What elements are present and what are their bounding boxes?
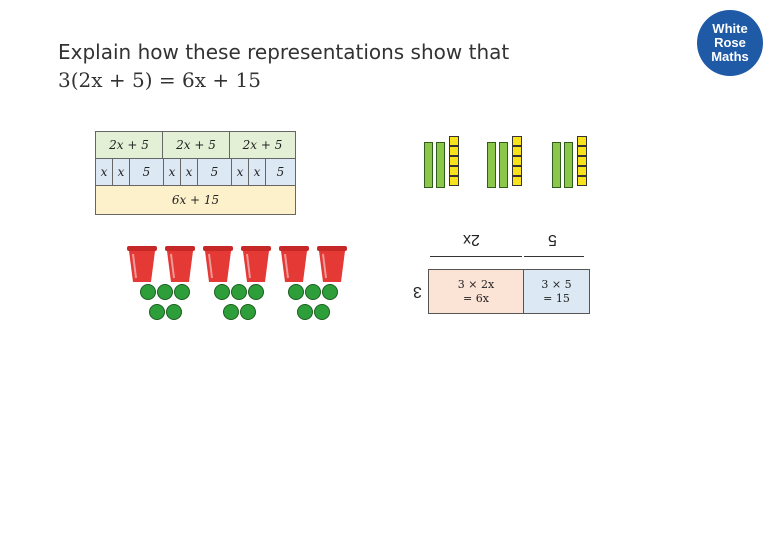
title-equation: 3(2x + 5) = 6x + 15: [58, 68, 261, 92]
bar-cell: x: [96, 159, 113, 185]
area-cell-6x: 3 × 2x = 6x: [429, 270, 524, 313]
unit-tile: [577, 156, 587, 166]
dimension-label-3: 3: [413, 283, 422, 300]
bar-model-top-row: 2x + 5 2x + 5 2x + 5: [96, 132, 295, 159]
area-cell-15: 3 × 5 = 15: [524, 270, 589, 313]
counter: [288, 284, 304, 300]
area-model: 3 × 2x = 6x 3 × 5 = 15: [428, 269, 590, 314]
counter: [149, 304, 165, 320]
counter: [248, 284, 264, 300]
bar-model: 2x + 5 2x + 5 2x + 5 x x 5 x x 5 x x 5 6…: [95, 131, 296, 215]
dimension-label-2x: 2x: [463, 231, 480, 248]
counter: [214, 284, 230, 300]
counter: [305, 284, 321, 300]
bar-cell: 2x + 5: [96, 132, 163, 158]
x-rod-tile: [487, 142, 496, 188]
bar-cell: 2x + 5: [242, 138, 283, 152]
cup-icon: [165, 246, 195, 282]
counter: [297, 304, 313, 320]
unit-tile: [512, 156, 522, 166]
unit-tile: [512, 146, 522, 156]
bar-cell: 5: [198, 159, 232, 185]
counter: [322, 284, 338, 300]
x-rod-tile: [552, 142, 561, 188]
counter: [166, 304, 182, 320]
unit-tile: [449, 176, 459, 186]
unit-tile: [577, 146, 587, 156]
x-rod-tile: [424, 142, 433, 188]
counter: [157, 284, 173, 300]
bar-cell: 6x + 15: [171, 193, 220, 207]
x-rod-tile: [564, 142, 573, 188]
x-rod-tile: [499, 142, 508, 188]
counter: [314, 304, 330, 320]
cup-icon: [241, 246, 271, 282]
unit-tile: [577, 176, 587, 186]
unit-tile: [512, 176, 522, 186]
counter: [140, 284, 156, 300]
cup-icon: [317, 246, 347, 282]
bar-cell: 5: [130, 159, 164, 185]
dimension-arrow-2x: [430, 256, 522, 257]
counter: [174, 284, 190, 300]
cup-icon: [203, 246, 233, 282]
dimension-label-5: 5: [548, 231, 557, 248]
unit-tile: [577, 136, 587, 146]
x-rod-tile: [436, 142, 445, 188]
title-line-1: Explain how these representations show t…: [58, 40, 510, 64]
bar-cell: x: [232, 159, 249, 185]
bar-model-bottom-row: 6x + 15: [96, 186, 295, 214]
counter: [231, 284, 247, 300]
bar-cell: x: [113, 159, 130, 185]
bar-cell: x: [164, 159, 181, 185]
bar-cell: 5: [276, 165, 285, 179]
dimension-arrow-5: [524, 256, 584, 257]
counter: [240, 304, 256, 320]
unit-tile: [449, 156, 459, 166]
unit-tile: [449, 166, 459, 176]
cup-icon: [127, 246, 157, 282]
white-rose-maths-logo: White Rose Maths: [697, 10, 763, 76]
unit-tile: [577, 166, 587, 176]
unit-tile: [512, 166, 522, 176]
bar-model-middle-row: x x 5 x x 5 x x 5: [96, 159, 295, 186]
unit-tile: [449, 136, 459, 146]
page-title: Explain how these representations show t…: [58, 38, 509, 94]
counter: [223, 304, 239, 320]
bar-cell: x: [181, 159, 198, 185]
bar-cell: 2x + 5: [163, 132, 230, 158]
unit-tile: [512, 136, 522, 146]
unit-tile: [449, 146, 459, 156]
bar-cell: x: [249, 159, 266, 185]
cup-icon: [279, 246, 309, 282]
